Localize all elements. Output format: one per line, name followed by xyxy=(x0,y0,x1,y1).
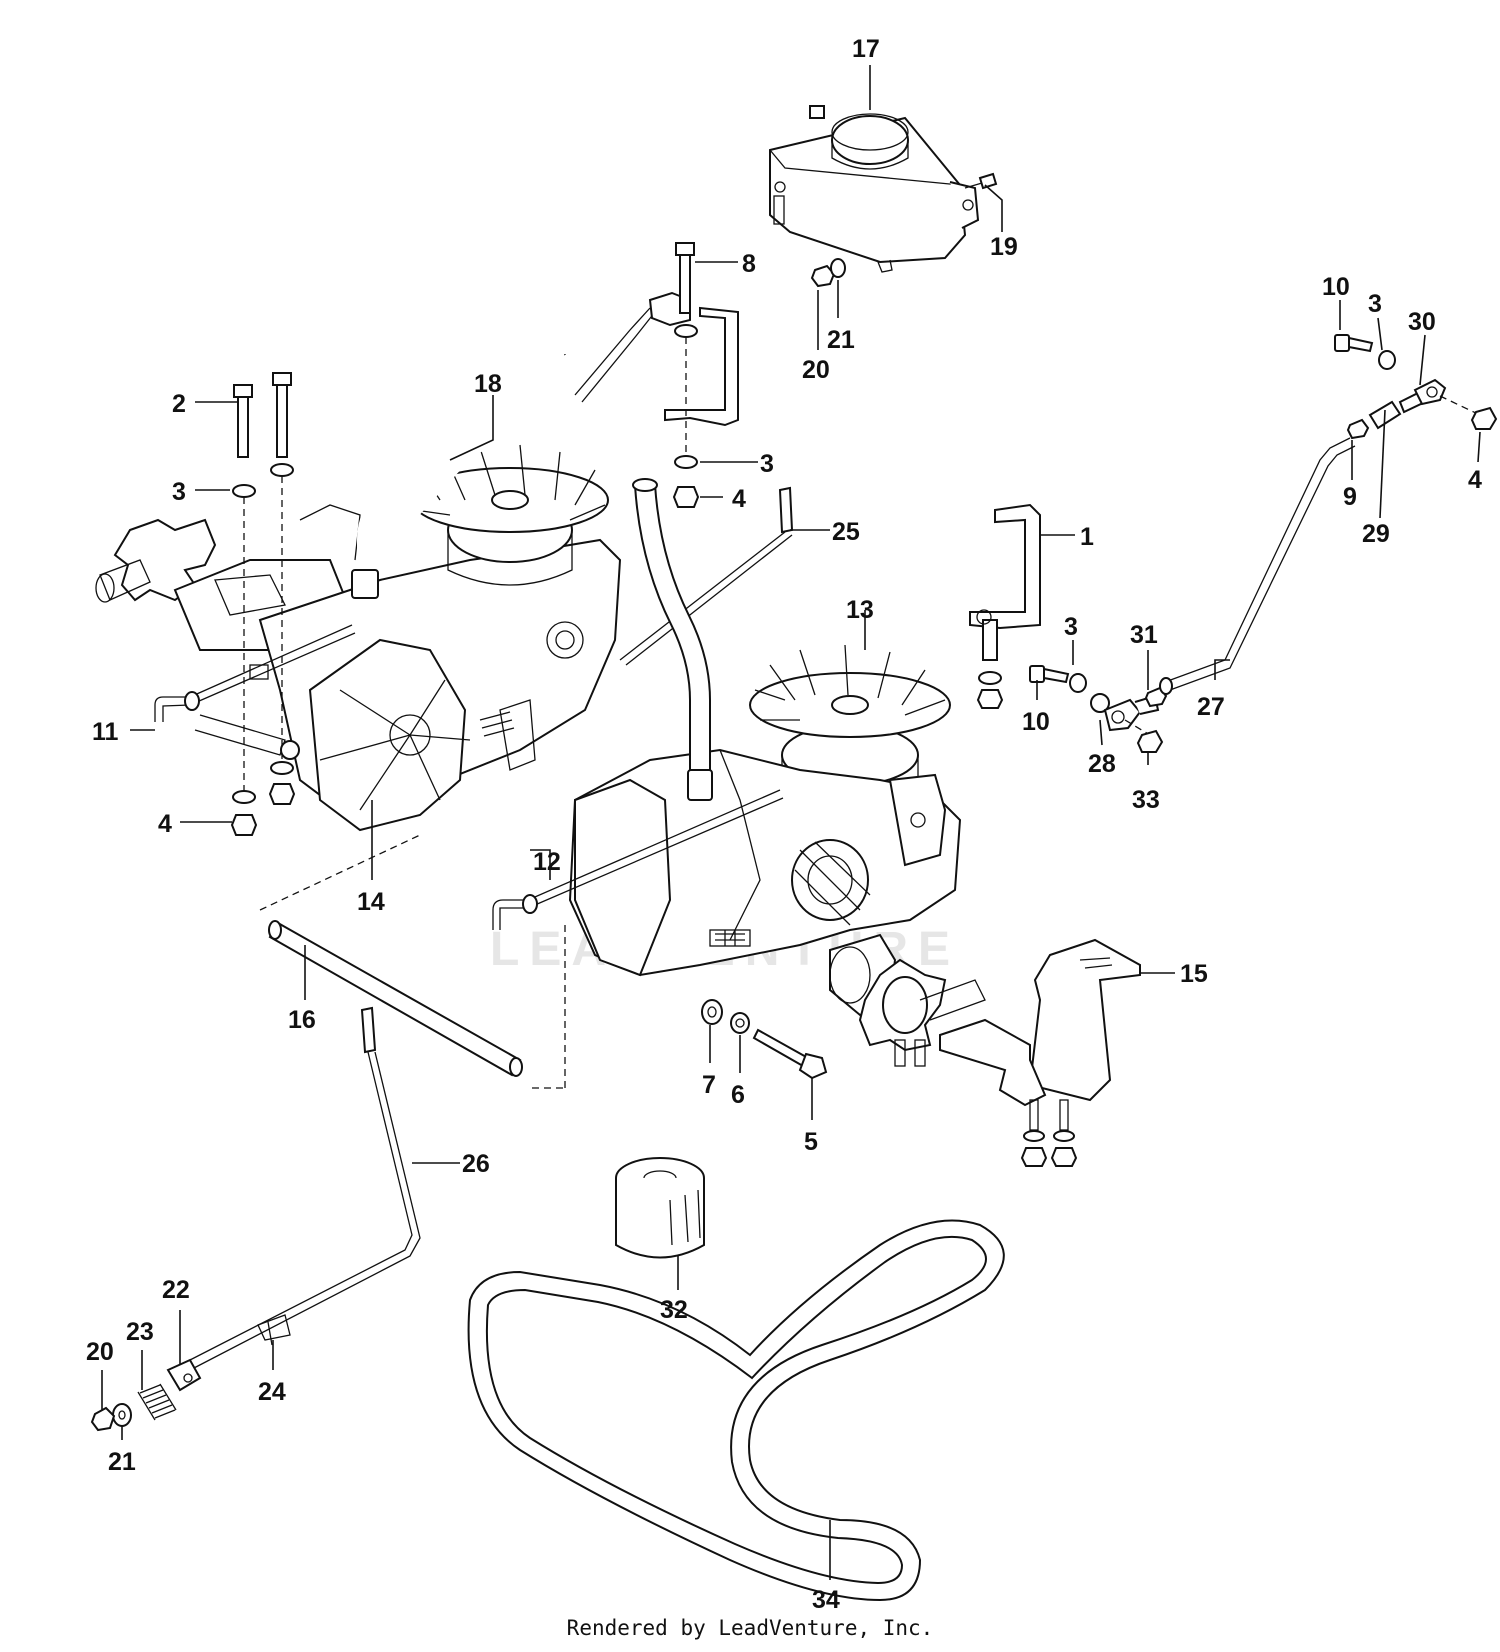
left-bracket xyxy=(664,242,739,508)
tube-vertical xyxy=(632,478,713,801)
right-hub xyxy=(858,958,986,1067)
callout-19: 19 xyxy=(990,233,1018,261)
nut-20-bottom xyxy=(90,1406,116,1432)
washer-6 xyxy=(730,1012,750,1034)
callout-22: 22 xyxy=(162,1276,190,1304)
clevis-22 xyxy=(166,1358,202,1392)
screw-19 xyxy=(964,172,998,190)
callout-2: 2 xyxy=(172,390,186,418)
oil-filter xyxy=(615,1157,705,1259)
callout-13: 13 xyxy=(846,596,874,624)
callout-26: 26 xyxy=(462,1150,490,1178)
callout-32: 32 xyxy=(660,1296,688,1324)
callout-6: 6 xyxy=(731,1081,745,1109)
linkage-top xyxy=(1334,334,1498,440)
rod-25 xyxy=(619,486,794,666)
callout-3: 3 xyxy=(760,450,774,478)
rod-26 xyxy=(189,1006,421,1369)
rod-12 xyxy=(492,789,784,930)
callout-4: 4 xyxy=(1468,466,1482,494)
callouts: 17 19 20 21 8 18 2 3 3 4 10 3 30 4 9 29 … xyxy=(86,35,1482,1614)
spring-23 xyxy=(137,1383,177,1421)
callout-18: 18 xyxy=(474,370,502,398)
callout-17: 17 xyxy=(852,35,880,63)
callout-3: 3 xyxy=(172,478,186,506)
reservoir-tank xyxy=(769,105,980,273)
callout-7: 7 xyxy=(702,1071,716,1099)
right-transaxle xyxy=(568,748,962,1017)
callout-3: 3 xyxy=(1064,613,1078,641)
washer-21-bottom xyxy=(112,1403,132,1427)
callout-23: 23 xyxy=(126,1318,154,1346)
bracket-15 xyxy=(939,938,1141,1167)
callout-11: 11 xyxy=(92,718,119,746)
callout-30: 30 xyxy=(1408,308,1436,336)
nut-20-top xyxy=(810,264,836,288)
footer-credit: Rendered by LeadVenture, Inc. xyxy=(566,1616,934,1640)
washer-7 xyxy=(701,999,723,1025)
bracket-1 xyxy=(969,503,1041,709)
callout-9: 9 xyxy=(1343,483,1357,511)
fan-right xyxy=(749,644,951,816)
callout-24: 24 xyxy=(258,1378,286,1406)
callout-25: 25 xyxy=(832,518,860,546)
callout-21: 21 xyxy=(827,326,855,354)
callout-34: 34 xyxy=(812,1586,840,1614)
callout-4: 4 xyxy=(732,485,746,513)
callout-5: 5 xyxy=(804,1128,818,1156)
hose-18 xyxy=(351,291,691,599)
bolt-5 xyxy=(752,1028,828,1080)
callout-3: 3 xyxy=(1368,290,1382,318)
callout-20: 20 xyxy=(802,356,830,384)
callout-27: 27 xyxy=(1197,693,1225,721)
callout-1: 1 xyxy=(1080,523,1094,551)
callout-31: 31 xyxy=(1130,621,1158,649)
belt-34 xyxy=(467,1219,1005,1602)
callout-29: 29 xyxy=(1362,520,1390,548)
linkage-mid xyxy=(1029,665,1168,753)
callout-4: 4 xyxy=(158,810,172,838)
callout-14: 14 xyxy=(357,888,385,916)
callout-33: 33 xyxy=(1132,786,1160,814)
rod-27 xyxy=(1159,437,1356,695)
callout-8: 8 xyxy=(742,250,756,278)
callout-21: 21 xyxy=(108,1448,136,1476)
callout-10: 10 xyxy=(1022,708,1050,736)
callout-28: 28 xyxy=(1088,750,1116,778)
left-bolts-2 xyxy=(194,372,300,836)
callout-16: 16 xyxy=(288,1006,316,1034)
rod-16 xyxy=(259,834,566,1089)
clip-24 xyxy=(257,1314,291,1346)
left-transaxle xyxy=(95,504,622,832)
callout-20: 20 xyxy=(86,1338,114,1366)
callout-10: 10 xyxy=(1322,273,1350,301)
leader-lines xyxy=(101,65,1481,1580)
rod-11 xyxy=(154,624,356,722)
callout-15: 15 xyxy=(1180,960,1208,988)
washer-21-top xyxy=(830,258,846,278)
callout-12: 12 xyxy=(533,848,561,876)
